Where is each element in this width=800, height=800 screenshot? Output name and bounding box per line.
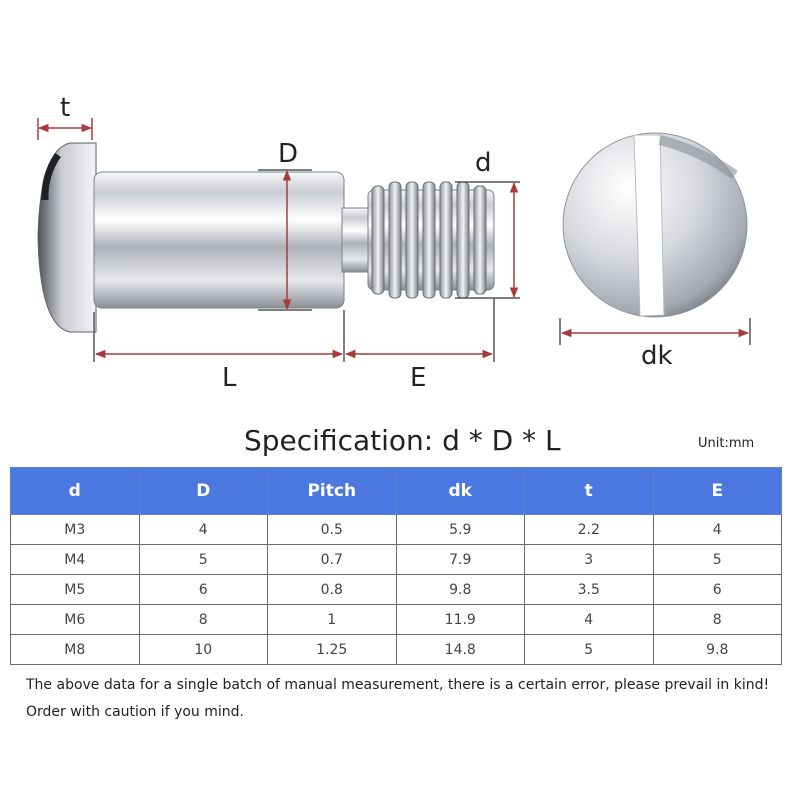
table-cell: 0.7: [267, 544, 397, 575]
table-cell: 5.9: [395, 514, 525, 545]
table-row: M5 6 0.8 9.8 3.5 6: [10, 574, 782, 605]
table-cell: M8: [10, 634, 140, 665]
spec-table: d D Pitch dk t E M3 4 0.5 5.9 2.2 4 M4 5…: [10, 467, 782, 665]
table-cell: 0.5: [267, 514, 397, 545]
table-cell: 5: [652, 544, 782, 575]
table-cell: M4: [10, 544, 140, 575]
table-cell: 10: [138, 634, 268, 665]
table-header-row: d D Pitch dk t E: [10, 467, 782, 515]
table-cell: 2.2: [524, 514, 654, 545]
shoulder-screw-side-image: [37, 142, 495, 333]
table-cell: 7.9: [395, 544, 525, 575]
label-L: L: [222, 363, 237, 393]
label-t: t: [60, 93, 70, 123]
table-row: M3 4 0.5 5.9 2.2 4: [10, 514, 782, 545]
table-cell: 9.8: [395, 574, 525, 605]
unit-label: Unit:mm: [698, 436, 755, 451]
screw-head-front-image: [562, 132, 748, 318]
header-pitch: Pitch: [267, 467, 397, 515]
table-cell: 5: [524, 634, 654, 665]
table-row: M4 5 0.7 7.9 3 5: [10, 544, 782, 575]
table-cell: 4: [524, 604, 654, 635]
label-D: D: [278, 139, 298, 169]
table-cell: 3: [524, 544, 654, 575]
table-cell: 14.8: [395, 634, 525, 665]
header-t: t: [524, 467, 654, 515]
table-cell: 1: [267, 604, 397, 635]
table-cell: 3.5: [524, 574, 654, 605]
table-cell: 8: [652, 604, 782, 635]
table-cell: 6: [138, 574, 268, 605]
table-cell: 8: [138, 604, 268, 635]
table-cell: M6: [10, 604, 140, 635]
dimension-lines: [37, 118, 751, 362]
table-cell: 11.9: [395, 604, 525, 635]
disclaimer-note: The above data for a single batch of man…: [26, 677, 770, 720]
header-dk: dk: [395, 467, 525, 515]
table-cell: 4: [138, 514, 268, 545]
table-cell: 9.8: [652, 634, 782, 665]
label-E: E: [410, 363, 426, 393]
table-row: M6 8 1 11.9 4 8: [10, 604, 782, 635]
label-dk: dk: [641, 341, 673, 371]
header-d: d: [10, 467, 140, 515]
screw-diagram: t D d L E dk: [37, 93, 751, 393]
table-cell: 6: [652, 574, 782, 605]
table-cell: 4: [652, 514, 782, 545]
table-cell: 1.25: [267, 634, 397, 665]
table-cell: 0.8: [267, 574, 397, 605]
table-cell: M3: [10, 514, 140, 545]
table-cell: 5: [138, 544, 268, 575]
header-D: D: [138, 467, 268, 515]
label-d: d: [475, 148, 492, 178]
spec-title: Specification: d * D * L: [244, 424, 561, 457]
table-row: M8 10 1.25 14.8 5 9.8: [10, 634, 782, 665]
table-cell: M5: [10, 574, 140, 605]
header-E: E: [652, 467, 782, 515]
